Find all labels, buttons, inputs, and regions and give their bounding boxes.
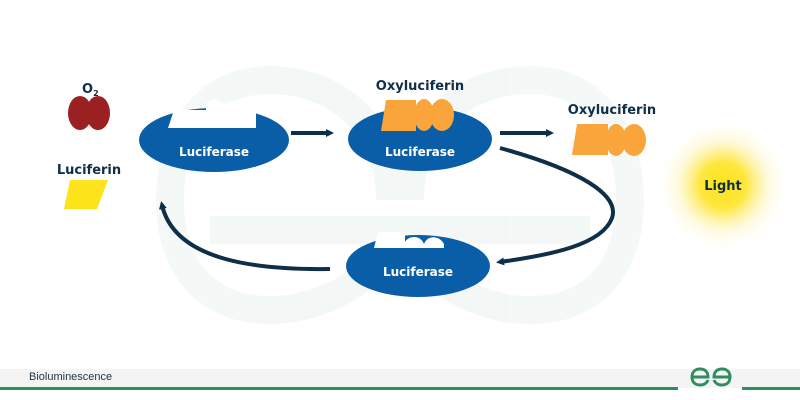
luciferin-shape xyxy=(64,180,108,209)
light-glow xyxy=(658,120,788,250)
oxyluciferin-free-label: Oxyluciferin xyxy=(568,103,656,118)
oxygen-molecule-icon xyxy=(68,96,110,130)
enzyme-3-label: Luciferase xyxy=(383,265,453,279)
footer-divider-left xyxy=(0,387,678,390)
enzyme-2-label: Luciferase xyxy=(385,145,455,159)
footer-caption: Bioluminescence xyxy=(29,371,113,383)
oxyluciferin-free-shape xyxy=(572,124,646,156)
arrow-enzyme3-to-enzyme1 xyxy=(158,201,331,272)
enzyme-luciferase-2: Luciferase xyxy=(348,99,492,171)
arrow-enzyme2-to-enzyme3 xyxy=(496,146,615,266)
oxyluciferin-bound-shape xyxy=(381,99,454,131)
footer-bar xyxy=(0,369,800,388)
geeksforgeeks-logo-icon xyxy=(690,367,732,387)
luciferin-label: Luciferin xyxy=(57,163,121,178)
oxygen-label: O2 xyxy=(82,82,99,98)
oxyluciferin-bound-label: Oxyluciferin xyxy=(376,79,464,94)
footer-divider-right xyxy=(742,387,800,390)
enzyme-luciferase-3: Luciferase xyxy=(346,232,490,297)
enzyme-luciferase-1: Luciferase xyxy=(139,99,289,172)
light-label: Light xyxy=(704,179,742,194)
enzyme-1-label: Luciferase xyxy=(179,145,249,159)
watermark-logo xyxy=(155,65,645,325)
